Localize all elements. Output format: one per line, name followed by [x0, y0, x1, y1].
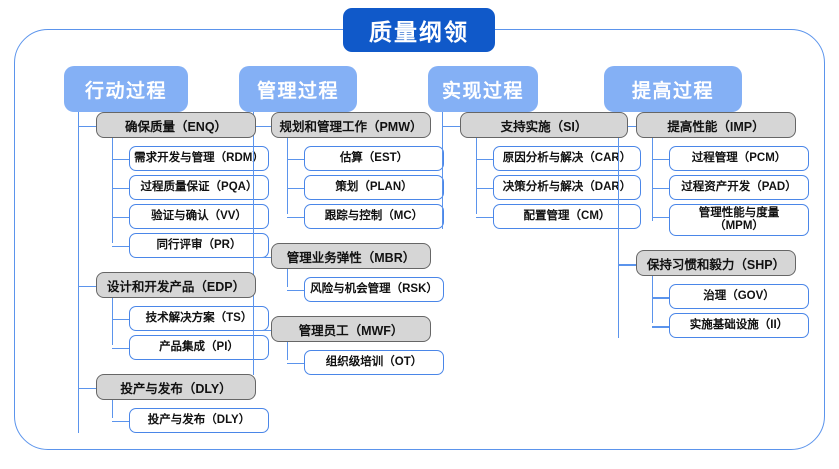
category-branch: 支持实施（SI） 原因分析与解决（CAR） 决策分析与解决（DAR） 配置管理（CM）	[442, 112, 641, 229]
leaf-item: 跟踪与控制（MC）	[287, 204, 444, 229]
group-box[interactable]: 确保质量（ENQ）	[96, 112, 256, 138]
leaf-item: 过程资产开发（PAD）	[652, 175, 809, 200]
leaf-box[interactable]: 过程质量保证（PQA）	[129, 175, 269, 200]
group-box[interactable]: 支持实施（SI）	[460, 112, 628, 138]
group-spacer	[618, 236, 809, 250]
group-spacer	[253, 229, 444, 243]
leaf-box[interactable]: 治理（GOV）	[669, 284, 809, 310]
leaf-item: 风险与机会管理（RSK）	[287, 277, 444, 302]
leaf-box[interactable]: 实施基础设施（II）	[669, 313, 809, 339]
leaf-box[interactable]: 同行评审（PR）	[129, 233, 269, 258]
leaf-box[interactable]: 技术解决方案（TS）	[129, 306, 269, 331]
process-group: 确保质量（ENQ） 需求开发与管理（RDM） 过程质量保证（PQA） 验证与确认（VV…	[78, 112, 269, 258]
group-leaves: 估算（EST） 策划（PLAN） 跟踪与控制（MC）	[287, 138, 444, 229]
process-group: 支持实施（SI） 原因分析与解决（CAR） 决策分析与解决（DAR） 配置管理（CM）	[442, 112, 641, 229]
category-branch: 提高性能（IMP） 过程管理（PCM） 过程资产开发（PAD） 管理性能与度量（MPM…	[618, 112, 809, 339]
leaf-box[interactable]: 过程资产开发（PAD）	[669, 175, 809, 200]
group-box[interactable]: 投产与发布（DLY）	[96, 374, 256, 400]
group-box[interactable]: 设计和开发产品（EDP）	[96, 272, 256, 298]
group-spacer	[253, 302, 444, 316]
group-box[interactable]: 规划和管理工作（PMW）	[271, 112, 431, 138]
leaf-box[interactable]: 风险与机会管理（RSK）	[304, 277, 444, 302]
leaf-box[interactable]: 决策分析与解决（DAR）	[493, 175, 641, 200]
leaf-item: 产品集成（PI）	[112, 335, 269, 360]
group-box[interactable]: 管理业务弹性（MBR）	[271, 243, 431, 269]
group-leaves: 技术解决方案（TS） 产品集成（PI）	[112, 298, 269, 360]
group-leaves: 过程管理（PCM） 过程资产开发（PAD） 管理性能与度量（MPM）	[652, 138, 809, 237]
leaf-item: 估算（EST）	[287, 146, 444, 171]
category-column-1: 行动过程确保质量（ENQ） 需求开发与管理（RDM） 过程质量保证（PQA） 验证与确…	[64, 66, 269, 433]
leaf-item: 策划（PLAN）	[287, 175, 444, 200]
leaf-box[interactable]: 策划（PLAN）	[304, 175, 444, 200]
category-header[interactable]: 提高过程	[604, 66, 742, 112]
leaf-item: 实施基础设施（II）	[652, 313, 809, 339]
leaf-item: 组织级培训（OT）	[287, 350, 444, 375]
category-branch: 规划和管理工作（PMW） 估算（EST） 策划（PLAN） 跟踪与控制（MC） 管理业务…	[253, 112, 444, 375]
group-leaves: 风险与机会管理（RSK）	[287, 269, 444, 302]
group-leaves: 组织级培训（OT）	[287, 342, 444, 375]
category-header[interactable]: 行动过程	[64, 66, 188, 112]
leaf-item: 验证与确认（VV）	[112, 204, 269, 229]
leaf-box[interactable]: 验证与确认（VV）	[129, 204, 269, 229]
leaf-item: 技术解决方案（TS）	[112, 306, 269, 331]
leaf-box[interactable]: 配置管理（CM）	[493, 204, 641, 229]
category-header[interactable]: 实现过程	[428, 66, 538, 112]
category-column-4: 提高过程提高性能（IMP） 过程管理（PCM） 过程资产开发（PAD） 管理性能与度量…	[604, 66, 809, 339]
leaf-box[interactable]: 管理性能与度量（MPM）	[669, 204, 809, 237]
leaf-item: 原因分析与解决（CAR）	[476, 146, 641, 171]
group-box[interactable]: 保持习惯和毅力（SHP）	[636, 250, 796, 277]
leaf-item: 管理性能与度量（MPM）	[652, 204, 809, 237]
diagram-title: 质量纲领	[343, 8, 495, 52]
leaf-box[interactable]: 过程管理（PCM）	[669, 146, 809, 171]
leaf-item: 同行评审（PR）	[112, 233, 269, 258]
category-column-3: 实现过程支持实施（SI） 原因分析与解决（CAR） 决策分析与解决（DAR） 配置管理…	[428, 66, 641, 229]
process-group: 规划和管理工作（PMW） 估算（EST） 策划（PLAN） 跟踪与控制（MC）	[253, 112, 444, 229]
leaf-box[interactable]: 估算（EST）	[304, 146, 444, 171]
leaf-box[interactable]: 组织级培训（OT）	[304, 350, 444, 375]
category-branch: 确保质量（ENQ） 需求开发与管理（RDM） 过程质量保证（PQA） 验证与确认（VV…	[78, 112, 269, 433]
group-leaves: 原因分析与解决（CAR） 决策分析与解决（DAR） 配置管理（CM）	[476, 138, 641, 229]
process-group: 管理业务弹性（MBR） 风险与机会管理（RSK）	[253, 243, 444, 302]
leaf-item: 过程管理（PCM）	[652, 146, 809, 171]
leaf-item: 治理（GOV）	[652, 284, 809, 310]
group-leaves: 需求开发与管理（RDM） 过程质量保证（PQA） 验证与确认（VV） 同行评审（PR）	[112, 138, 269, 258]
group-leaves: 投产与发布（DLY）	[112, 400, 269, 433]
leaf-item: 配置管理（CM）	[476, 204, 641, 229]
group-box[interactable]: 管理员工（MWF）	[271, 316, 431, 342]
process-group: 设计和开发产品（EDP） 技术解决方案（TS） 产品集成（PI）	[78, 272, 269, 360]
process-group: 投产与发布（DLY） 投产与发布（DLY）	[78, 374, 269, 433]
leaf-box[interactable]: 投产与发布（DLY）	[129, 408, 269, 433]
leaf-item: 决策分析与解决（DAR）	[476, 175, 641, 200]
process-group: 提高性能（IMP） 过程管理（PCM） 过程资产开发（PAD） 管理性能与度量（MPM…	[618, 112, 809, 237]
leaf-box[interactable]: 需求开发与管理（RDM）	[129, 146, 269, 171]
leaf-item: 投产与发布（DLY）	[112, 408, 269, 433]
category-column-2: 管理过程规划和管理工作（PMW） 估算（EST） 策划（PLAN） 跟踪与控制（MC）…	[239, 66, 444, 375]
group-box[interactable]: 提高性能（IMP）	[636, 112, 796, 138]
process-group: 保持习惯和毅力（SHP） 治理（GOV） 实施基础设施（II）	[618, 250, 809, 339]
process-group: 管理员工（MWF） 组织级培训（OT）	[253, 316, 444, 375]
leaf-box[interactable]: 跟踪与控制（MC）	[304, 204, 444, 229]
leaf-item: 需求开发与管理（RDM）	[112, 146, 269, 171]
leaf-box[interactable]: 产品集成（PI）	[129, 335, 269, 360]
leaf-item: 过程质量保证（PQA）	[112, 175, 269, 200]
group-leaves: 治理（GOV） 实施基础设施（II）	[652, 276, 809, 339]
leaf-box[interactable]: 原因分析与解决（CAR）	[493, 146, 641, 171]
category-header[interactable]: 管理过程	[239, 66, 357, 112]
